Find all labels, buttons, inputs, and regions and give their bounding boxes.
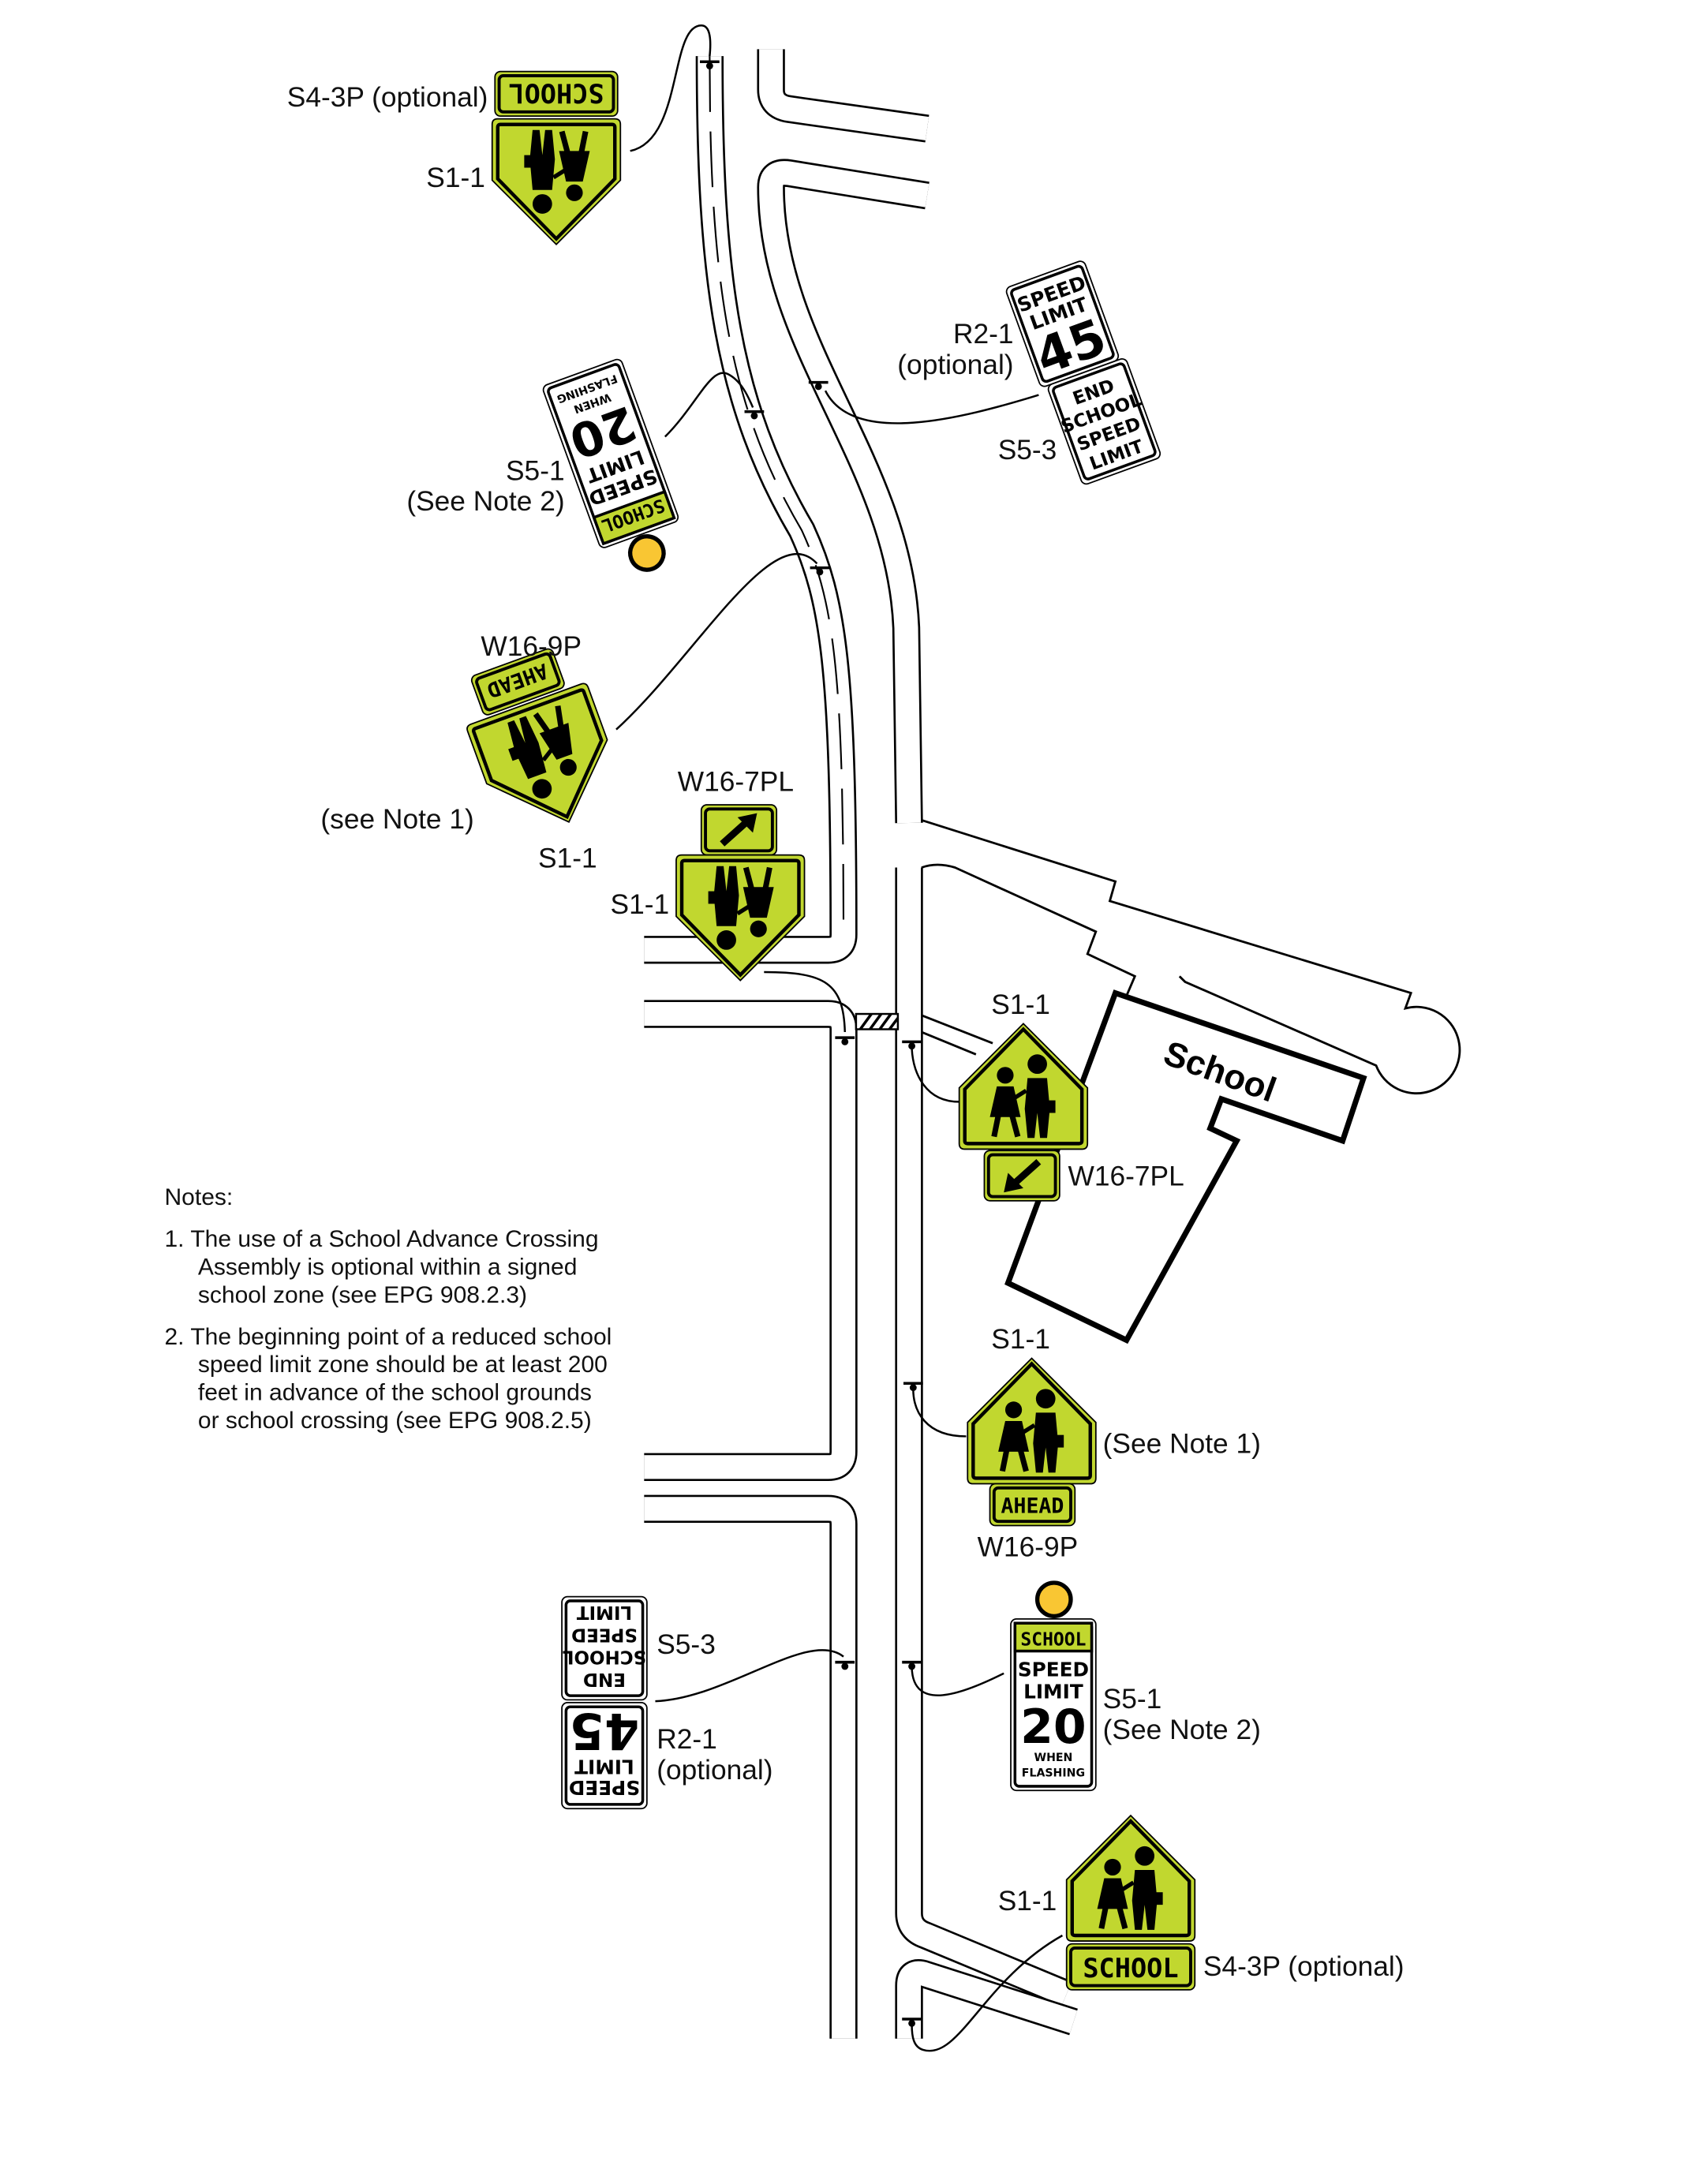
sign-labels: S4-3P (optional) S1-1 R2-1 (optional) S5… xyxy=(287,82,1405,1982)
school-driveway xyxy=(855,819,1461,1095)
svg-text:SCHOOL: SCHOOL xyxy=(1083,1953,1178,1984)
note-line: Assembly is optional within a signed xyxy=(198,1254,577,1280)
leader-lines xyxy=(615,24,1064,2052)
label: R2-1 xyxy=(656,1724,717,1755)
sign-s1-1-s4-3p-bottom: SCHOOL xyxy=(1065,1816,1196,1991)
note-line: or school crossing (see EPG 908.2.5) xyxy=(198,1408,592,1434)
svg-text:LIMIT: LIMIT xyxy=(1023,1681,1083,1703)
note-line: speed limit zone should be at least 200 xyxy=(198,1352,608,1378)
label: (See Note 2) xyxy=(406,486,564,517)
label: S4-3P (optional) xyxy=(1203,1951,1405,1982)
label: S5-3 xyxy=(998,435,1057,466)
note-line: 1. The use of a School Advance Crossing xyxy=(164,1226,598,1252)
label: S4-3P (optional) xyxy=(287,82,488,113)
label: S1-1 xyxy=(998,1886,1057,1917)
label: R2-1 xyxy=(953,319,1014,350)
label: W16-9P xyxy=(481,631,582,662)
sign-s1-1-advance-south xyxy=(967,1358,1096,1483)
sign-s1-1-crossing xyxy=(959,1023,1088,1149)
label: S5-1 xyxy=(506,455,565,486)
svg-text:FLASHING: FLASHING xyxy=(1022,1767,1085,1780)
ahead-plate: AHEAD xyxy=(989,1483,1076,1527)
road-network xyxy=(644,49,1461,2039)
label: S1-1 xyxy=(611,889,670,920)
svg-text:SPEED: SPEED xyxy=(569,1776,640,1799)
west-road xyxy=(644,56,858,2039)
label: (optional) xyxy=(897,350,1013,380)
label: W16-9P xyxy=(978,1531,1079,1562)
sign-s5-1-top: SCHOOL SPEED LIMIT 20 WHEN FLASHING xyxy=(542,358,679,572)
label: S5-3 xyxy=(656,1629,716,1660)
notes: Notes: 1. The use of a School Advance Cr… xyxy=(164,1184,612,1434)
school-children-icon xyxy=(967,1358,1096,1483)
school-children-icon xyxy=(1067,1816,1195,1941)
svg-text:WHEN: WHEN xyxy=(1034,1752,1072,1764)
arrow-up-right-icon xyxy=(701,805,776,855)
svg-text:LIMIT: LIMIT xyxy=(577,1602,633,1622)
svg-text:SPEED: SPEED xyxy=(1018,1658,1089,1681)
flashing-beacon-icon xyxy=(627,534,666,572)
label: (See Note 1) xyxy=(1103,1429,1261,1460)
svg-text:SCHOOL: SCHOOL xyxy=(1020,1629,1086,1650)
sign-r2-1-bottom: SPEED LIMIT 45 xyxy=(561,1702,648,1810)
label: S1-1 xyxy=(538,843,597,874)
svg-text:LIMIT: LIMIT xyxy=(574,1755,634,1778)
label: (See Note 2) xyxy=(1103,1715,1261,1745)
east-road xyxy=(757,49,1078,2039)
svg-text:SCHOOL: SCHOOL xyxy=(563,1647,646,1667)
svg-text:45: 45 xyxy=(570,1702,640,1760)
school-plate: SCHOOL xyxy=(493,69,619,118)
label: S5-1 xyxy=(1103,1684,1162,1715)
school-plate: SCHOOL xyxy=(1065,1943,1196,1991)
note-line: school zone (see EPG 908.2.3) xyxy=(198,1282,527,1308)
school-children-icon xyxy=(959,1023,1088,1149)
label: W16-7PL xyxy=(678,766,794,797)
sign-s1-1-s4-3p-top: SCHOOL xyxy=(492,69,621,245)
notes-title: Notes: xyxy=(164,1184,233,1210)
label: W16-7PL xyxy=(1068,1161,1184,1191)
note-line: feet in advance of the school grounds xyxy=(198,1379,592,1405)
svg-text:20: 20 xyxy=(1020,1700,1087,1755)
svg-text:AHEAD: AHEAD xyxy=(1001,1494,1064,1519)
sign-s5-3-top: END SCHOOL SPEED LIMIT xyxy=(1047,357,1161,485)
svg-text:END: END xyxy=(583,1669,626,1689)
note-line: 2. The beginning point of a reduced scho… xyxy=(164,1324,612,1350)
ahead-plate: AHEAD xyxy=(470,648,565,716)
label: S1-1 xyxy=(991,989,1050,1020)
sign-r2-1-top: SPEED LIMIT 45 xyxy=(1005,260,1120,387)
label: (optional) xyxy=(656,1755,772,1786)
school-children-icon xyxy=(492,119,621,245)
label: S1-1 xyxy=(991,1324,1050,1355)
school-building: School xyxy=(1004,989,1367,1344)
flashing-beacon-icon xyxy=(1034,1580,1073,1619)
sign-s5-3-bottom: END SCHOOL SPEED LIMIT xyxy=(561,1595,648,1701)
svg-text:SCHOOL: SCHOOL xyxy=(508,78,604,109)
arrow-down-left-icon xyxy=(984,1150,1059,1201)
label: S1-1 xyxy=(426,163,485,193)
sign-s1-1-w16-9p-advance: AHEAD xyxy=(451,648,629,843)
sign-s5-1-bottom: SCHOOL SPEED LIMIT 20 WHEN FLASHING xyxy=(1010,1580,1097,1792)
svg-text:SPEED: SPEED xyxy=(571,1624,638,1644)
label: (see Note 1) xyxy=(320,804,473,835)
